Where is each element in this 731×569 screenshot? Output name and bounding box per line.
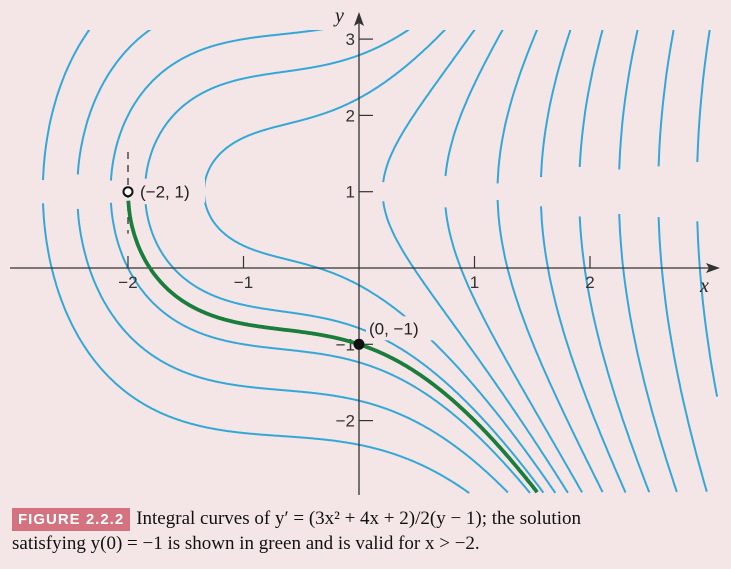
x-tick-label: 2 xyxy=(585,273,594,292)
x-tick-label: −2 xyxy=(118,273,137,292)
figure-label: FIGURE 2.2.2 xyxy=(12,508,131,531)
point-label: (0, −1) xyxy=(369,319,419,338)
highlighted-solution-curve xyxy=(126,200,539,494)
integral-curve-lower-10 xyxy=(109,202,531,494)
y-tick-label: 2 xyxy=(346,106,355,125)
integral-curve-lower-8 xyxy=(203,194,557,494)
integral-curve-upper-11 xyxy=(76,30,152,175)
integral-curve-upper-9 xyxy=(144,30,410,180)
y-axis-arrow xyxy=(354,12,364,26)
integral-curve-upper-5 xyxy=(496,30,539,184)
x-axis-arrow xyxy=(706,263,720,273)
integral-curve-lower-9 xyxy=(144,203,545,494)
point-label: (−2, 1) xyxy=(140,183,190,202)
integral-curve-upper-4 xyxy=(540,30,572,178)
integral-curve-lower-0 xyxy=(696,221,719,397)
caption-line-2: satisfying y(0) = −1 is shown in green a… xyxy=(12,533,480,554)
caption-line-1: Integral curves of y′ = (3x² + 4x + 2)/2… xyxy=(136,508,581,529)
point-label-bg xyxy=(137,178,205,203)
integral-curve-upper-3 xyxy=(578,30,604,168)
integral-curve-upper-8 xyxy=(203,30,447,189)
integral-curve-upper-0 xyxy=(696,30,711,163)
x-tick-label: 1 xyxy=(470,273,479,292)
integral-curve-upper-10 xyxy=(109,30,325,181)
x-axis-label: x xyxy=(699,275,709,297)
x-tick-label: −1 xyxy=(234,273,253,292)
integral-curve-upper-12 xyxy=(42,30,91,181)
integral-curve-upper-1 xyxy=(657,30,675,167)
integral-curve-lower-12 xyxy=(42,203,470,494)
integral-curve-upper-7 xyxy=(382,30,476,183)
y-axis-label: y xyxy=(333,5,344,27)
y-tick-label: 1 xyxy=(346,183,355,202)
point-label-bg xyxy=(366,316,434,341)
integral-curve-lower-6 xyxy=(444,207,583,493)
annotations: (−2, 1) (0, −1) xyxy=(122,152,539,494)
y-tick-label: −2 xyxy=(336,412,355,431)
solution-curves xyxy=(42,30,719,494)
integral-curve-lower-11 xyxy=(76,208,509,494)
integral-curve-lower-1 xyxy=(657,217,708,492)
open-point xyxy=(122,186,134,198)
integral-curve-upper-2 xyxy=(618,30,639,170)
filled-point xyxy=(353,338,365,350)
integral-curve-lower-3 xyxy=(578,216,651,493)
integral-curve-lower-5 xyxy=(496,199,604,493)
integral-curve-lower-7 xyxy=(382,201,569,494)
integral-curve-lower-4 xyxy=(540,206,627,493)
integral-curve-upper-6 xyxy=(444,30,504,177)
integral-curve-lower-2 xyxy=(618,213,678,493)
y-tick-label: 3 xyxy=(346,30,355,49)
